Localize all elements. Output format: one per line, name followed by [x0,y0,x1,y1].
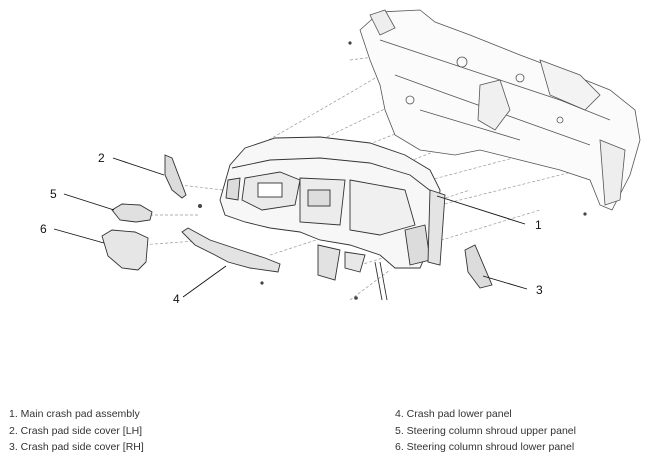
legend-item-1: 1. Main crash pad assembly [9,408,140,420]
body-frame-structure [359,9,641,211]
legend-item-4: 4. Crash pad lower panel [395,408,512,420]
callout-3: 3 [536,283,543,297]
legend-item-6: 6. Steering column shroud lower panel [395,441,575,453]
fastener-screws [198,41,587,300]
exploded-view-diagram: 1 2 3 4 5 6 [40,9,641,306]
crash-pad-side-cover-lh [164,154,187,199]
callout-6: 6 [40,222,47,236]
steering-column-shroud-lower [101,229,149,271]
callout-5: 5 [50,187,57,201]
callout-4: 4 [173,292,180,306]
legend-item-5: 5. Steering column shroud upper panel [395,424,576,437]
crash-pad-lower-panel [181,227,281,273]
parts-legend-left: 1. Main crash pad assembly 2. Crash pad … [9,406,144,456]
legend-item-3: 3. Crash pad side cover [RH] [9,441,144,453]
legend-item-2: 2. Crash pad side cover [LH] [9,424,143,437]
main-crash-pad-assembly [219,136,446,301]
callout-2: 2 [98,151,105,165]
crash-pad-side-cover-rh [464,244,493,289]
steering-column-shroud-upper [111,203,153,223]
parts-legend-right: 4. Crash pad lower panel 5. Steering col… [395,406,576,456]
callout-1: 1 [535,218,542,232]
callout-leader-lines [53,157,528,298]
